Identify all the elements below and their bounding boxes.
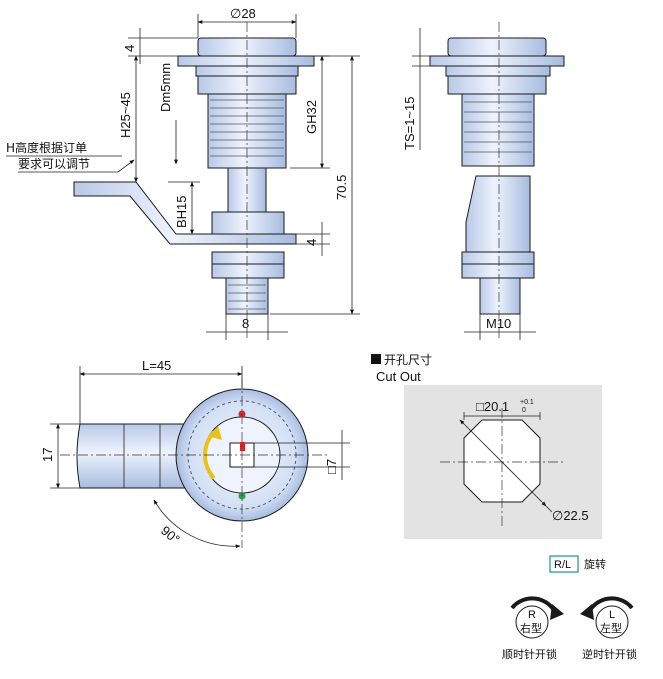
dim-cap-4: 4 [122, 45, 137, 52]
dim-m10: M10 [486, 316, 511, 331]
dim-17: 17 [40, 448, 55, 462]
right-type: 右型 [520, 621, 542, 635]
side-cam [465, 175, 531, 253]
cutout-section: 开孔尺寸 Cut Out □20.1 +0.1 0 ∅22.5 [371, 353, 602, 539]
side-body [461, 93, 535, 167]
dim-l45: L=45 [142, 358, 171, 373]
front-lower-nut-2 [211, 263, 285, 279]
side-view: TS=1~15 M10 [402, 22, 565, 340]
front-flange [177, 55, 315, 67]
rl-badge [549, 555, 579, 573]
cutout-diameter-label: ∅22.5 [552, 508, 589, 523]
side-cap [447, 37, 547, 57]
right-type-circle [515, 605, 549, 639]
dim-gh32: GH32 [304, 100, 319, 134]
left-desc: 逆时针开锁 [582, 647, 637, 661]
front-mid-nut [211, 211, 285, 235]
dim-d28: ∅28 [230, 6, 256, 21]
top-cam [76, 423, 197, 489]
top-view: L=45 17 □7 90° [40, 358, 350, 549]
rotation-legend: R/L 旋转 R 右型 顺时针开锁 L 左型 逆时针开锁 [502, 555, 637, 661]
note-h-adjust-2: 要求可以调节 [18, 157, 90, 171]
dim-bh15: BH15 [174, 195, 189, 228]
cutout-tol-upper: +0.1 [520, 399, 534, 406]
right-desc: 顺时针开锁 [502, 647, 557, 661]
dim-sq7: □7 [324, 459, 339, 474]
cutout-title-cn: 开孔尺寸 [384, 353, 432, 367]
dim-8: 8 [242, 316, 249, 331]
left-type-circle [595, 605, 629, 639]
dim-cam-4: 4 [304, 239, 319, 246]
left-type: 左型 [600, 621, 622, 635]
dim-h-range: H25~45 [118, 92, 133, 138]
dim-70-5: 70.5 [334, 175, 349, 200]
front-lower-nut-1 [211, 251, 285, 265]
cutout-tol-lower: 0 [522, 407, 526, 414]
side-washer [445, 65, 551, 77]
front-view: ∅28 4 H25~45 Dm5mm H高度根据订单 要求可以调节 GH32 7… [6, 6, 360, 340]
right-letter: R [528, 609, 536, 621]
side-lower-thread [479, 277, 521, 315]
side-body-threads [464, 101, 532, 153]
rl-text: 旋转 [584, 557, 606, 571]
cutout-title-en: Cut Out [376, 369, 421, 384]
dim-dm: Dm5mm [158, 63, 173, 112]
left-letter: L [609, 609, 615, 621]
cutout-square-label: □20.1 [476, 399, 509, 414]
note-h-adjust-1: H高度根据订单 [6, 140, 87, 155]
side-flange [429, 55, 565, 67]
dim-ts: TS=1~15 [402, 97, 417, 151]
side-nut-1 [461, 251, 535, 265]
dim-angle: 90° [158, 523, 183, 547]
top-key-mark [240, 442, 245, 451]
rl-badge-text: R/L [554, 559, 571, 571]
cutout-title-square [371, 354, 381, 364]
side-nut-2 [461, 263, 535, 279]
side-upper-nut [447, 75, 547, 95]
